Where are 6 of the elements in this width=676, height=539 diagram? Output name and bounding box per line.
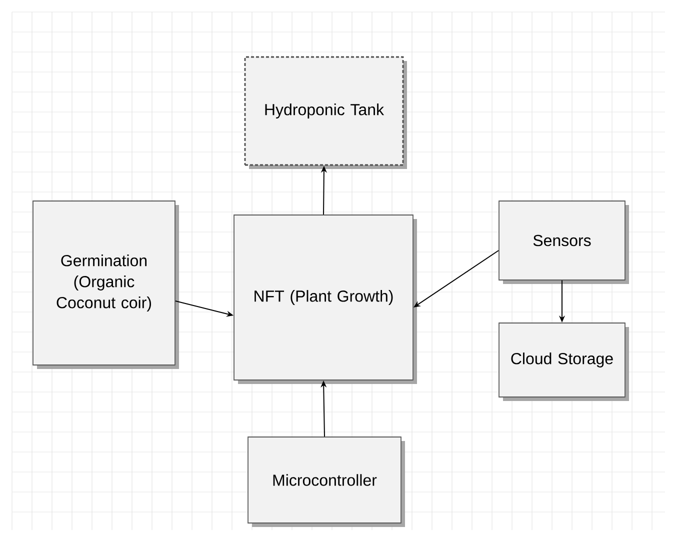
process-box: NFT (Plant Growth) — [234, 214, 417, 384]
process-box: Microcontroller — [248, 436, 405, 527]
tank-box: Hydroponic Tank — [244, 56, 407, 169]
process-box: Cloud Storage — [498, 322, 629, 401]
process-box: Germination (Organic Coconut coir) — [32, 200, 179, 369]
process-box: Sensors — [498, 200, 629, 284]
